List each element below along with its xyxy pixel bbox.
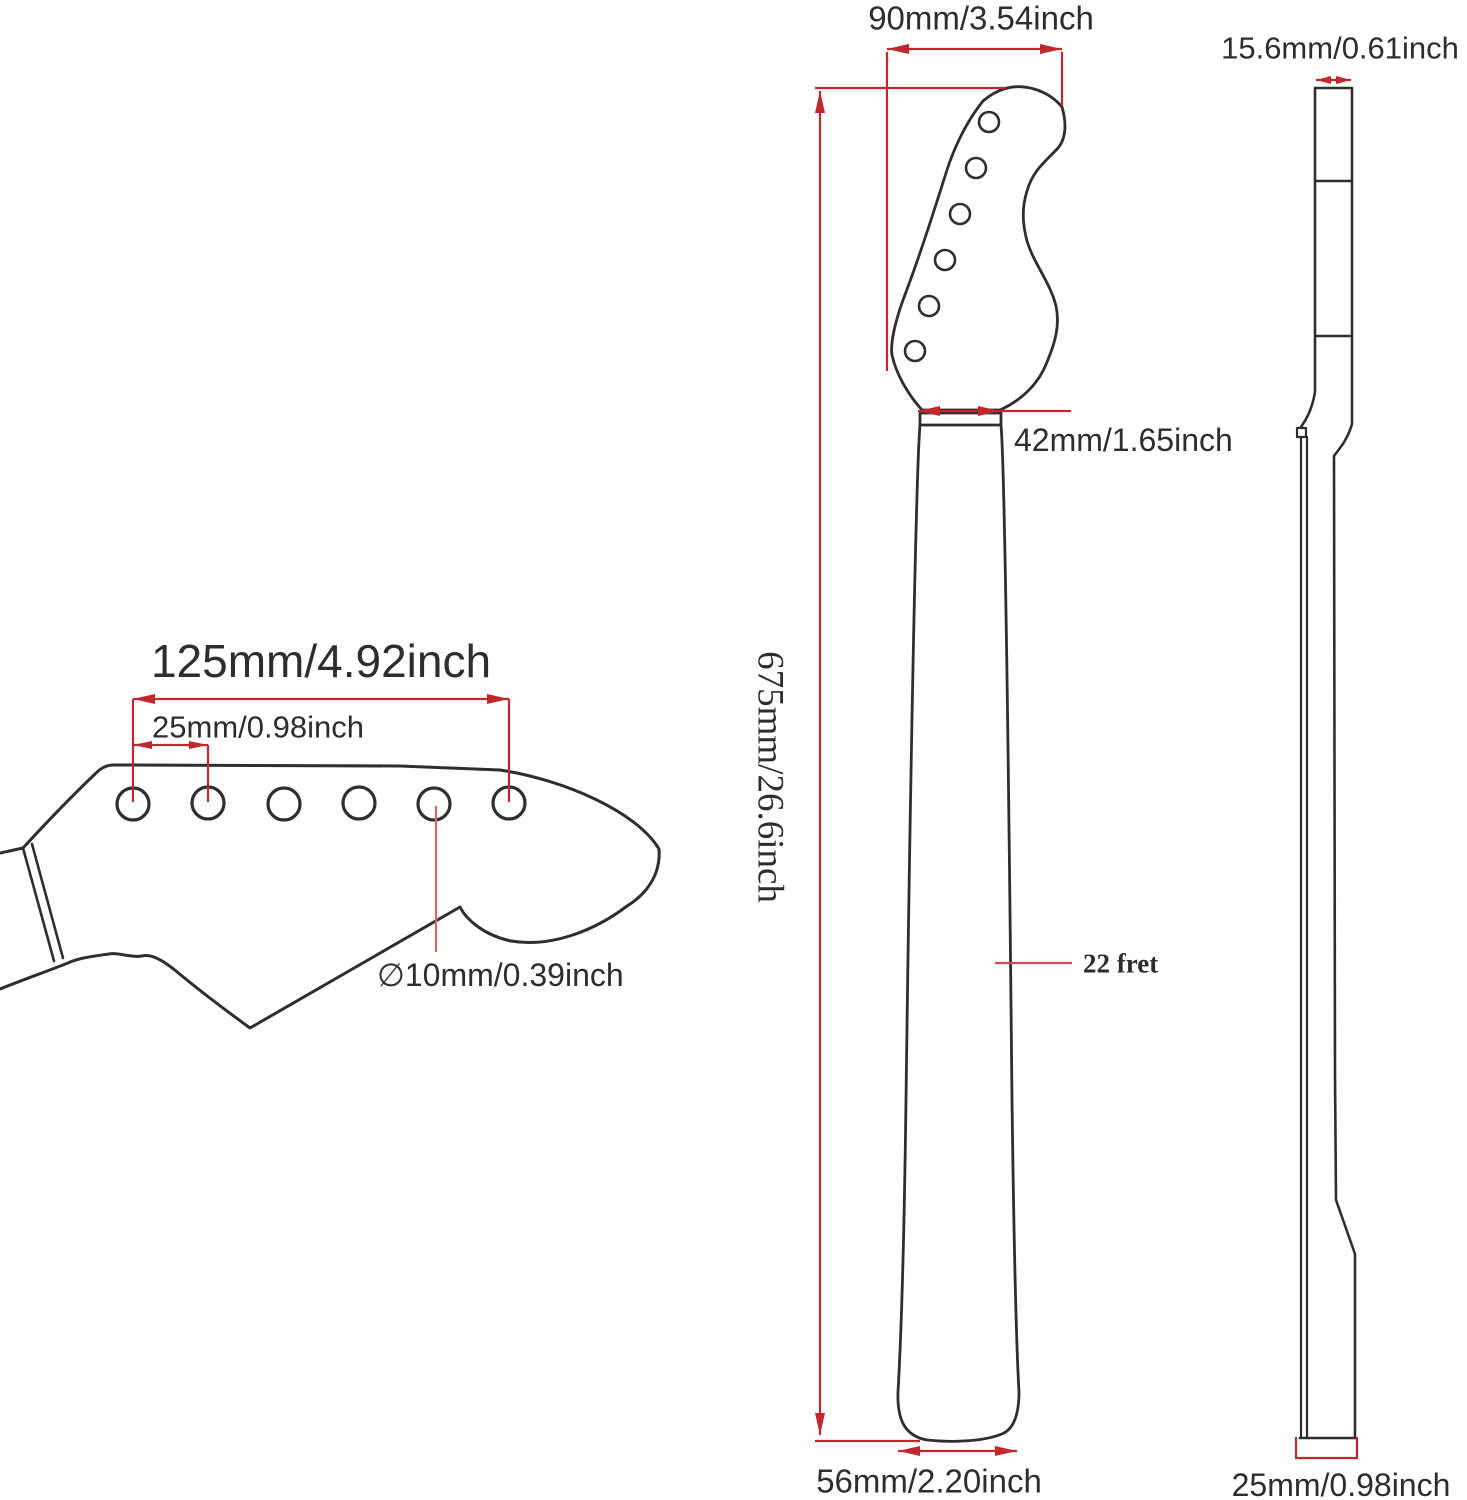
dim-label-nut-width: 42mm/1.65inch — [1014, 422, 1233, 458]
bracket-25mm — [1294, 1437, 1359, 1460]
tuner-holes-neck-front — [903, 110, 1001, 363]
dim-label-headstock-thickness: 15.6mm/0.61inch — [1221, 30, 1459, 66]
headstock-front-dimensions — [131, 694, 511, 952]
tuner-holes-front — [115, 785, 527, 822]
arrowheads — [815, 44, 1062, 1456]
arrowheads — [133, 694, 509, 749]
neck-side-view — [1295, 86, 1357, 1440]
neck-front-nut — [918, 411, 1003, 427]
ext-lines-90mm — [885, 52, 1064, 371]
dim-label-headstock-width: 125mm/4.92inch — [150, 635, 492, 687]
dim-label-hole-diameter: ∅10mm/0.39inch — [377, 957, 624, 993]
dim-label-heel-width: 56mm/2.20inch — [816, 1462, 1042, 1500]
side-back-of-neck — [1332, 454, 1357, 1440]
dim-label-hole-spacing: 25mm/0.98inch — [152, 709, 364, 745]
nut-lines — [21, 842, 65, 963]
side-headstock — [1299, 86, 1354, 458]
dim-label-headstock-width-front: 90mm/3.54inch — [868, 0, 1094, 37]
arrowheads — [1316, 76, 1351, 84]
headstock-outline — [0, 763, 661, 1030]
dim-label-total-length: 675mm/26.6inch — [749, 651, 791, 903]
ext-lines-125mm — [131, 699, 511, 802]
dim-label-heel-thickness: 25mm/0.98inch — [1231, 1467, 1451, 1500]
side-nut-block — [1295, 426, 1308, 439]
neck-front-shaft — [896, 423, 1021, 1443]
neck-front-dimensions — [815, 44, 1072, 1456]
ext-lines-675mm — [815, 86, 1006, 1443]
side-fretboard-lines — [1299, 435, 1309, 1440]
neck-side-dimensions — [1294, 76, 1359, 1460]
neck-front-headstock-outline — [890, 85, 1067, 412]
fret-count-label: 22 fret — [1083, 948, 1159, 979]
neck-front-view — [890, 85, 1067, 1443]
